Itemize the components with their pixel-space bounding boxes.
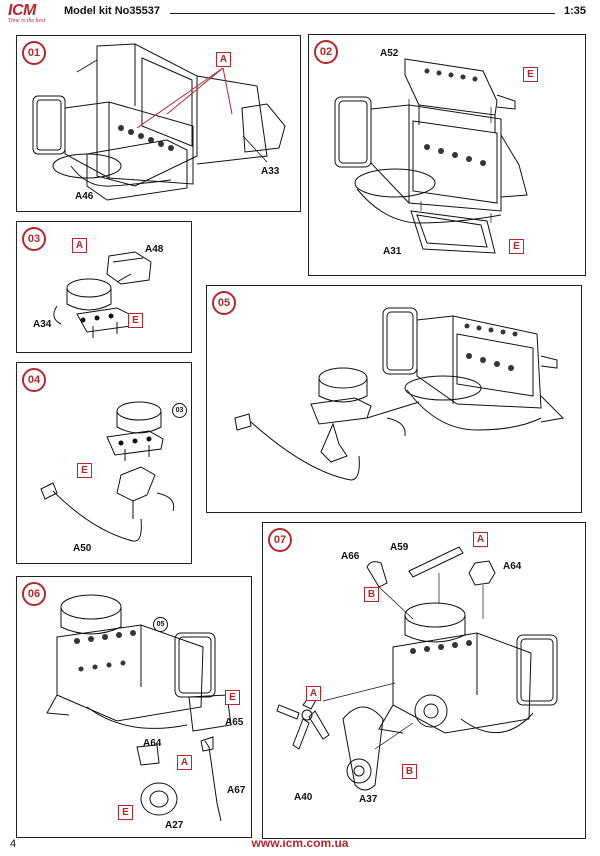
step-07-drawing [276,546,558,791]
logo-tagline: Time is the best [8,18,46,24]
step-02-panel: 02 A52 E E A31 [308,34,586,276]
tag-a: A [177,755,192,770]
step-number: 02 [314,40,338,64]
step-05-drawing [234,307,565,481]
step-number: 01 [22,41,46,65]
part-label: A34 [33,319,52,330]
part-label: A46 [75,191,94,202]
step-05-panel: 05 [206,285,582,513]
tag-a: A [473,532,488,547]
tag-e: E [225,690,240,705]
part-label: A33 [261,166,280,177]
step-number: 04 [22,368,46,392]
tag-b: B [364,587,379,602]
part-label: A59 [390,542,409,553]
part-label: A40 [294,792,313,803]
step-number: 07 [268,528,292,552]
scale-label: 1:35 [563,5,586,17]
part-label: A37 [359,794,378,805]
part-label: A48 [145,244,164,255]
part-label: A31 [383,246,402,257]
tag-e: E [509,239,524,254]
tag-a: A [306,686,321,701]
ref-step: 03 [172,403,187,418]
step-04-panel: 04 03 E A50 [16,362,192,564]
tag-a: A [72,238,87,253]
step-04-drawing [40,401,175,542]
step-01-drawing [32,43,286,201]
logo-mark: ICM [8,2,36,19]
model-number: Model kit No35537 [64,5,160,17]
step-07-panel: 07 [262,522,586,839]
tag-e: E [523,67,538,82]
tag-e: E [118,805,133,820]
part-label: A65 [225,717,244,728]
step-03-panel: 03 A A48 A34 E [16,221,192,353]
step-03-drawing [53,251,152,338]
step-number: 03 [22,227,46,251]
part-label: A66 [341,551,360,562]
step-number: 06 [22,582,46,606]
tag-a: A [216,52,231,67]
header-rule [170,13,555,14]
footer-url[interactable]: www.icm.com.ua [251,836,349,850]
tag-b: B [402,764,417,779]
step-number: 05 [212,291,236,315]
step-06-panel: 06 05 E A65 A64 A A67 E A27 [16,576,252,838]
step-01-panel: 01 A A46 A33 [16,35,301,212]
part-label: A50 [73,543,92,554]
part-label: A27 [165,820,184,831]
tag-e: E [128,313,143,328]
step-06-drawing [46,594,232,822]
part-label: A52 [380,48,399,59]
part-label: A67 [227,785,246,796]
tag-e: E [77,463,92,478]
part-label: A64 [143,738,162,749]
step-02-drawing [334,58,528,254]
page-number: 4 [10,838,17,850]
part-label: A64 [503,561,522,572]
icm-logo: ICM Time is the best [8,2,56,28]
